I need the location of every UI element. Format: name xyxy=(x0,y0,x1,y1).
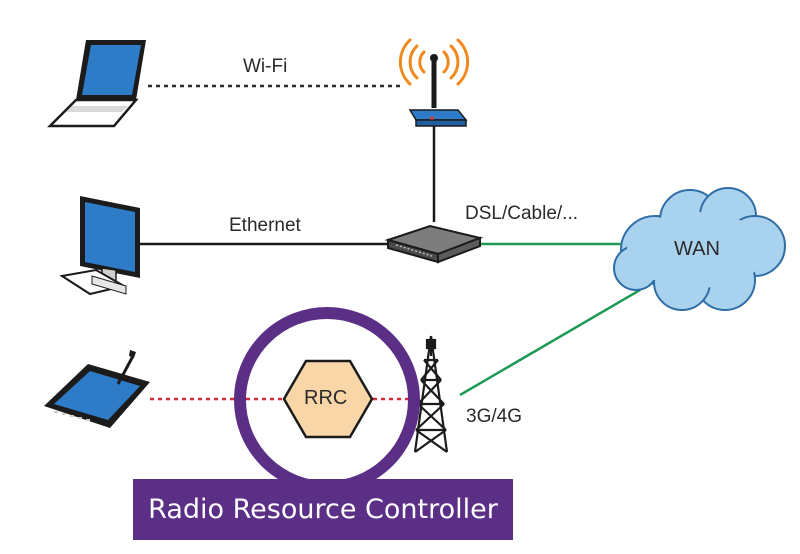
cloud-icon xyxy=(613,187,786,311)
rrc-label: RRC xyxy=(304,387,348,409)
switch-icon xyxy=(384,224,484,264)
cellular-label: 3G/4G xyxy=(466,406,522,427)
desktop-icon xyxy=(59,196,140,296)
ethernet-label: Ethernet xyxy=(229,215,301,236)
tablet-icon xyxy=(44,350,150,428)
cell-tower-icon xyxy=(413,335,449,453)
dsl-label: DSL/Cable/... xyxy=(465,203,578,224)
cellular-link xyxy=(459,288,641,397)
rrc-node xyxy=(282,359,374,439)
wan-label: WAN xyxy=(674,238,720,260)
router-icon xyxy=(398,38,470,127)
wifi-label: Wi-Fi xyxy=(243,56,288,77)
wifi-waves-icon xyxy=(398,38,470,86)
laptop-icon xyxy=(46,40,146,128)
rrc-banner: Radio Resource Controller xyxy=(133,479,513,540)
